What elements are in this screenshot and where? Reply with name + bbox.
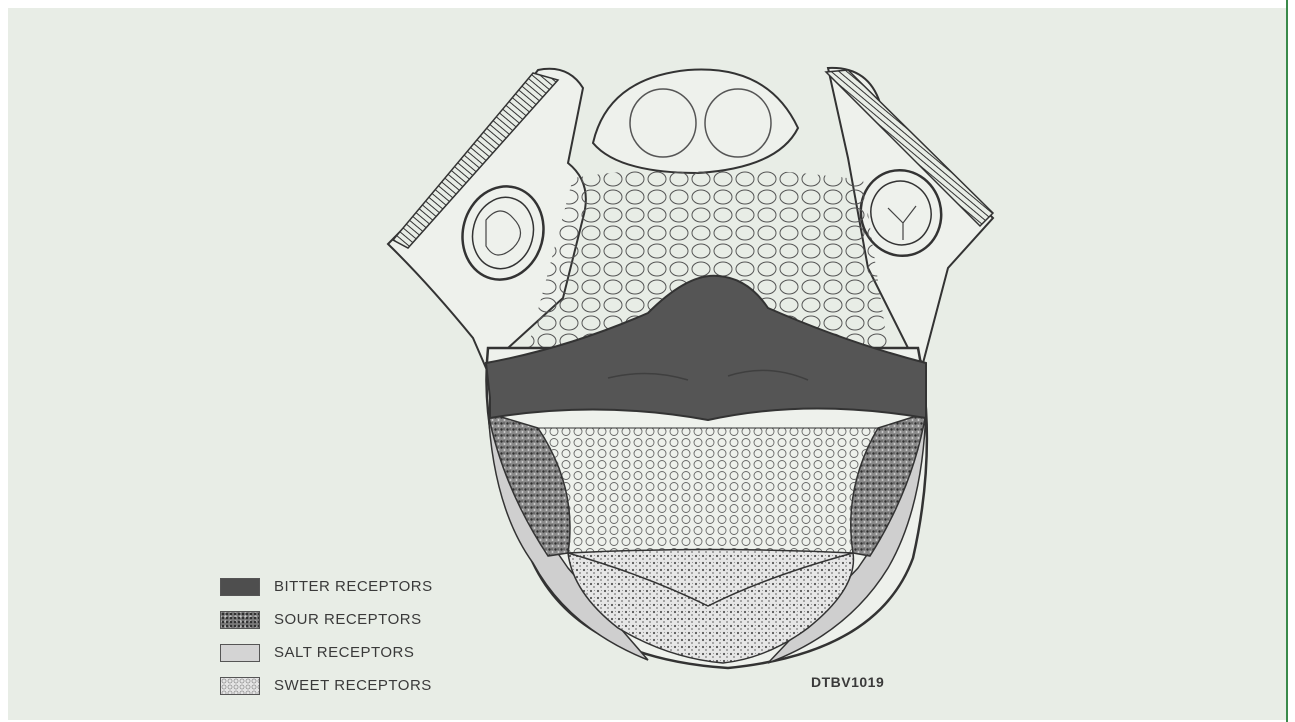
figure-code: DTBV1019 xyxy=(811,674,884,690)
sweet-swatch xyxy=(220,677,260,695)
legend: BITTER RECEPTORS SOUR RECEPTORS SALT REC… xyxy=(220,570,433,702)
salt-swatch xyxy=(220,644,260,662)
tongue-diagram xyxy=(8,8,1286,720)
legend-item-sour: SOUR RECEPTORS xyxy=(220,603,433,636)
slide-frame: BITTER RECEPTORS SOUR RECEPTORS SALT REC… xyxy=(8,8,1286,720)
legend-label: SWEET RECEPTORS xyxy=(274,677,432,694)
legend-label: SALT RECEPTORS xyxy=(274,644,414,661)
sour-swatch xyxy=(220,611,260,629)
central-papillae xyxy=(538,428,878,553)
legend-item-sweet: SWEET RECEPTORS xyxy=(220,669,433,702)
right-edge-line xyxy=(1286,0,1288,722)
bitter-swatch xyxy=(220,578,260,596)
legend-item-bitter: BITTER RECEPTORS xyxy=(220,570,433,603)
legend-item-salt: SALT RECEPTORS xyxy=(220,636,433,669)
legend-label: BITTER RECEPTORS xyxy=(274,578,433,595)
legend-label: SOUR RECEPTORS xyxy=(274,611,422,628)
